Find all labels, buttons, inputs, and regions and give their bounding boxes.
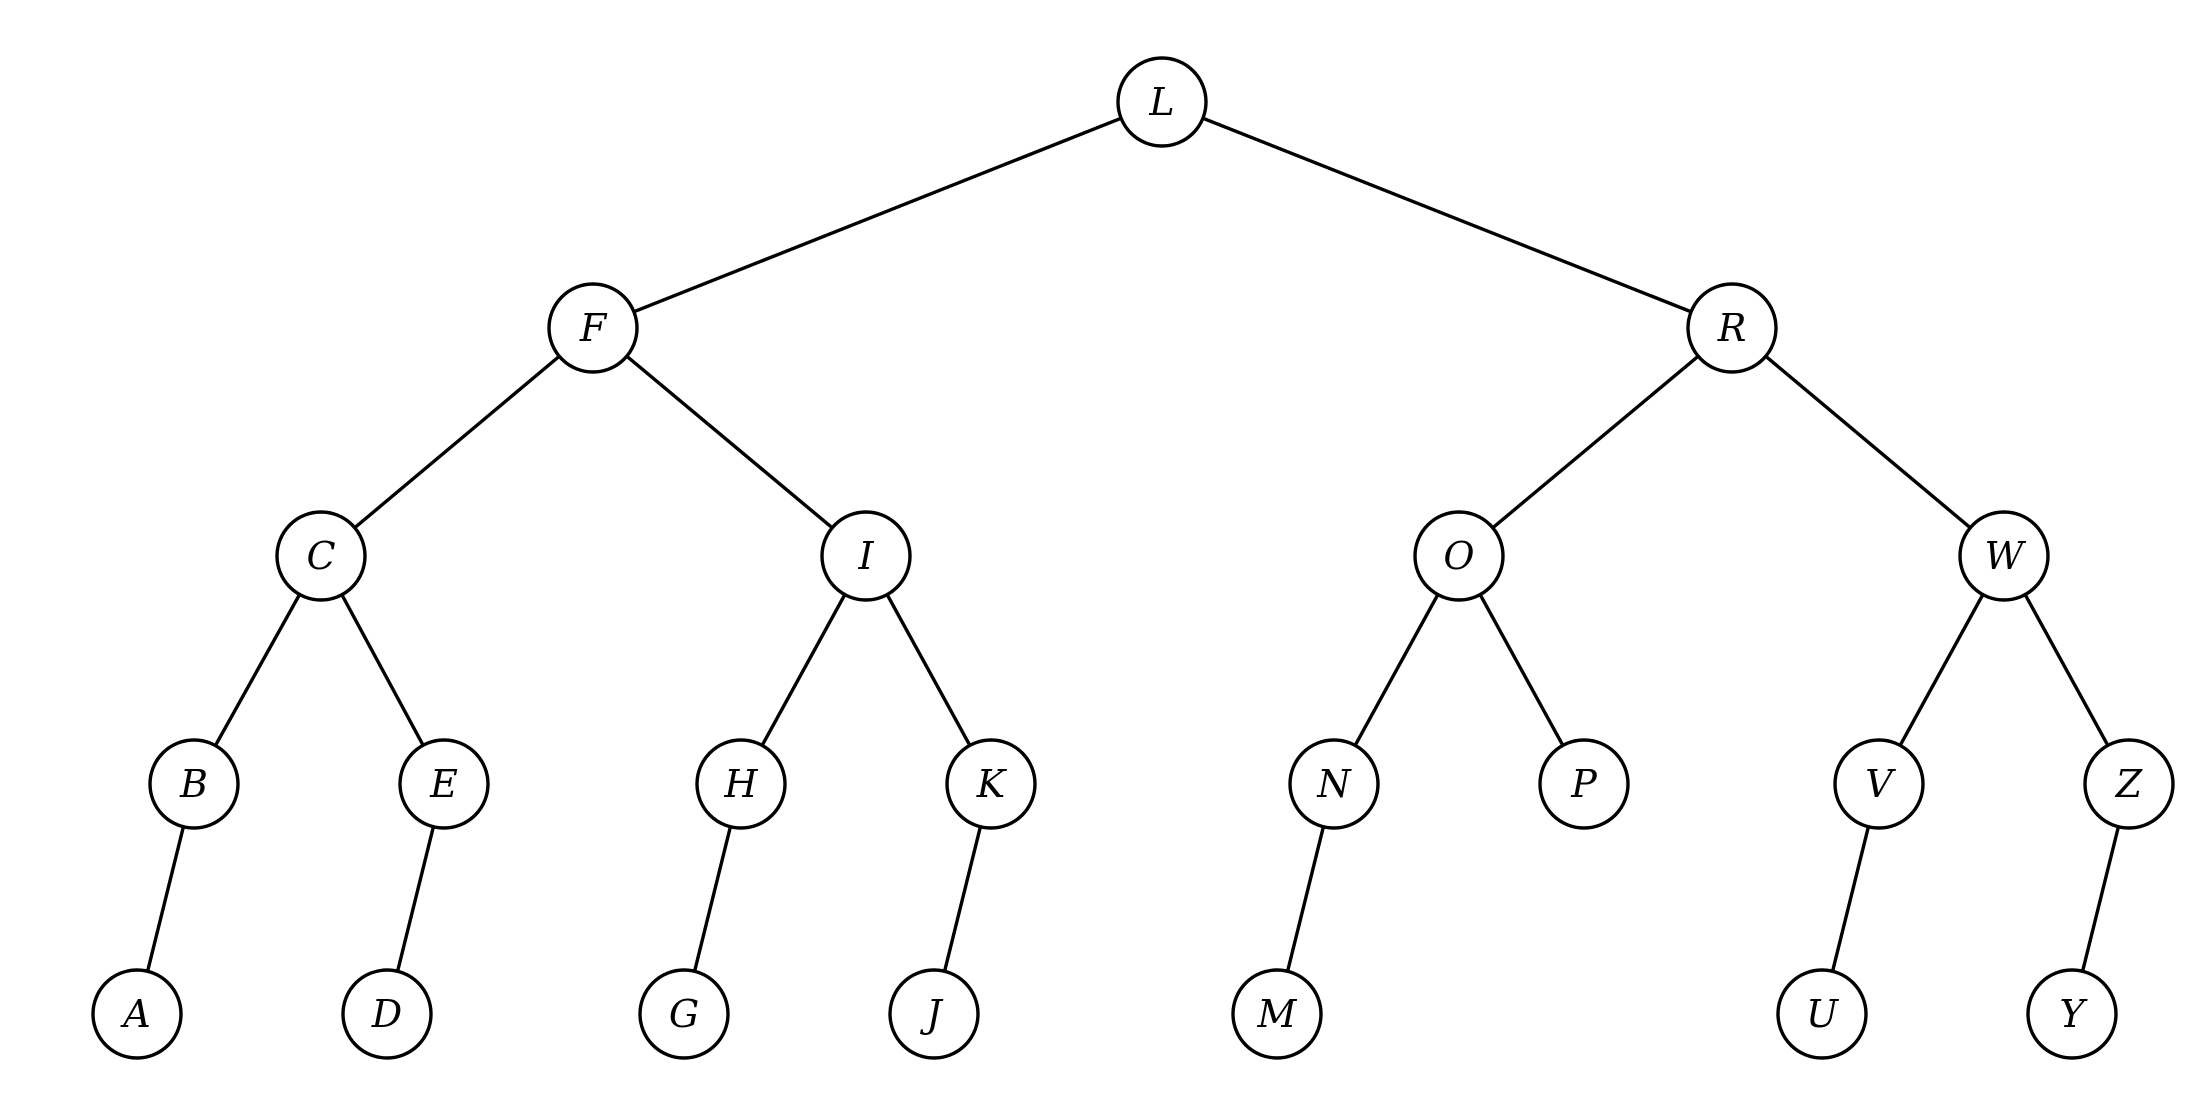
node-circle [695,738,787,830]
tree-node-G: G [638,968,730,1060]
edge-F-I [591,326,868,558]
node-circle [1686,282,1778,374]
edge-L-R [1160,100,1734,330]
tree-edges [135,100,2131,1016]
node-circle [945,738,1037,830]
tree-node-B: B [148,738,240,830]
node-circle [91,968,183,1060]
node-label: Z [2115,762,2143,806]
node-circle [1776,968,1868,1060]
node-label: U [1806,992,1840,1036]
node-label: L [1148,80,1174,124]
node-circle [148,738,240,830]
node-label: R [1717,306,1747,350]
node-circle [547,282,639,374]
node-label: I [857,534,874,578]
node-circle [2026,968,2118,1060]
node-label: E [429,762,458,806]
tree-node-N: N [1288,738,1380,830]
tree-node-Y: Y [2026,968,2118,1060]
tree-node-A: A [91,968,183,1060]
tree-node-C: C [275,510,367,602]
node-circle [398,738,490,830]
tree-node-U: U [1776,968,1868,1060]
tree-node-P: P [1538,738,1630,830]
node-label: P [1570,762,1598,806]
node-circle [1833,738,1925,830]
node-circle [275,510,367,602]
tree-node-I: I [820,510,912,602]
node-circle [1116,56,1208,148]
node-label: M [1257,992,1298,1036]
node-label: H [723,762,758,806]
node-circle [1413,510,1505,602]
tree-node-W: W [1958,510,2050,602]
node-circle [888,968,980,1060]
node-label: K [976,762,1008,806]
tree-nodes: L F R C I O W B E H K N P V Z A D G J M U Y [91,56,2175,1060]
tree-node-R: R [1686,282,1778,374]
node-label: G [669,992,699,1036]
edge-F-C [319,326,595,558]
tree-node-O: O [1413,510,1505,602]
node-circle [1958,510,2050,602]
node-label: C [306,534,335,578]
node-circle [1231,968,1323,1060]
node-label: A [120,992,150,1036]
node-circle [341,968,433,1060]
node-label: N [1316,762,1352,806]
node-label: B [179,762,208,806]
node-label: F [579,306,608,350]
tree-node-M: M [1231,968,1323,1060]
tree-node-F: F [547,282,639,374]
node-circle [638,968,730,1060]
node-circle [1288,738,1380,830]
tree-node-H: H [695,738,787,830]
node-label: W [1984,534,2026,578]
tree-node-D: D [341,968,433,1060]
tree-node-Z: Z [2083,738,2175,830]
edge-L-F [591,100,1164,330]
tree-node-V: V [1833,738,1925,830]
node-label: O [1443,534,1474,578]
edge-R-O [1457,326,1734,558]
tree-node-K: K [945,738,1037,830]
node-circle [820,510,912,602]
tree-node-L: L [1116,56,1208,148]
node-label: D [371,992,402,1036]
node-label: Y [2059,992,2088,1036]
edge-R-W [1730,326,2006,558]
node-label: V [1865,762,1896,806]
tree-node-J: J [888,968,980,1060]
tree-node-E: E [398,738,490,830]
node-circle [2083,738,2175,830]
node-circle [1538,738,1630,830]
